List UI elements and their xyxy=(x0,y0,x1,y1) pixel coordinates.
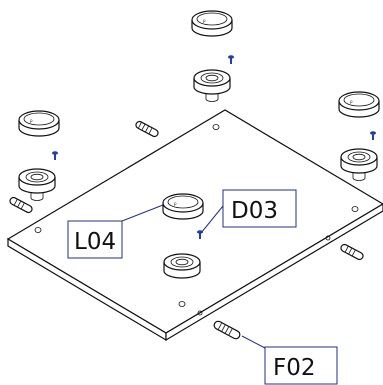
svg-text:p: p xyxy=(174,201,177,206)
foot-base-insert xyxy=(340,148,378,181)
callout-l04: L04 xyxy=(67,220,123,259)
leader-line-f02 xyxy=(241,335,266,349)
base-panel xyxy=(6,109,383,342)
dowel-pin xyxy=(9,196,33,214)
leveling-foot-cap: p xyxy=(191,10,233,37)
callout-d03: D03 xyxy=(222,189,297,228)
foot-base-insert xyxy=(193,69,231,102)
dowel-pin xyxy=(340,243,364,261)
svg-text:p: p xyxy=(203,18,206,23)
screw-icon xyxy=(370,131,376,140)
dowel-pin xyxy=(135,120,159,138)
callout-label-f02: F02 xyxy=(273,355,316,381)
callout-label-l04: L04 xyxy=(74,229,116,255)
screw-icon xyxy=(52,151,58,160)
svg-text:p: p xyxy=(350,99,353,104)
foot-base-insert xyxy=(163,253,201,279)
foot-base-insert xyxy=(18,168,56,201)
callout-label-d03: D03 xyxy=(231,198,278,224)
leveling-foot-cap: p xyxy=(18,110,60,137)
screw-icon xyxy=(228,55,234,64)
svg-text:p: p xyxy=(30,118,33,123)
leader-line-d03 xyxy=(200,205,224,234)
leader-line-l04 xyxy=(121,204,164,222)
callout-f02: F02 xyxy=(264,346,338,385)
leveling-foot-cap: p xyxy=(162,193,204,220)
dowel-pin xyxy=(213,320,241,340)
leveling-foot-cap: p xyxy=(338,91,380,118)
